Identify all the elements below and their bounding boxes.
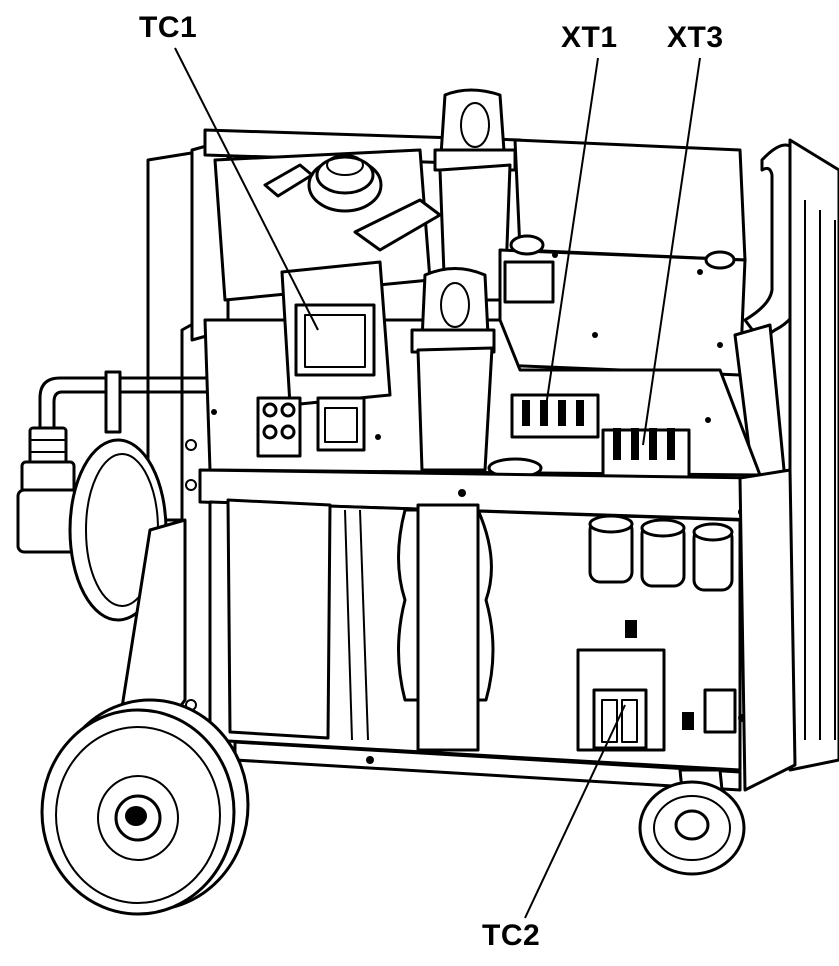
right-vent-panel	[788, 138, 839, 772]
power-cable	[38, 370, 212, 434]
tc2-transformer	[576, 648, 666, 752]
power-plug	[16, 426, 80, 554]
tc1-label: TC1	[139, 11, 198, 44]
leader-lines	[174, 47, 701, 919]
tc1-transformer	[280, 260, 392, 452]
front-left-wheel	[40, 698, 250, 916]
xt3-leader	[642, 57, 701, 446]
xt1-terminal-strip	[510, 393, 600, 439]
right-frame-post	[738, 468, 797, 792]
left-terminal-block	[256, 396, 302, 458]
tc1-leader	[174, 47, 319, 331]
front-lifting-eye	[410, 267, 496, 472]
xt1-label: XT1	[561, 21, 618, 54]
right-electronics-box	[498, 138, 747, 377]
rear-lifting-eye	[433, 88, 517, 302]
tc2-leader	[524, 704, 626, 919]
xt3-label: XT3	[667, 21, 724, 54]
capacitor-bank	[588, 514, 734, 592]
tc2-label: TC2	[482, 919, 541, 952]
xt1-leader	[544, 57, 599, 414]
xt3-terminal-strip	[601, 428, 691, 480]
lower-compartment	[208, 498, 746, 772]
front-caster	[638, 768, 746, 876]
